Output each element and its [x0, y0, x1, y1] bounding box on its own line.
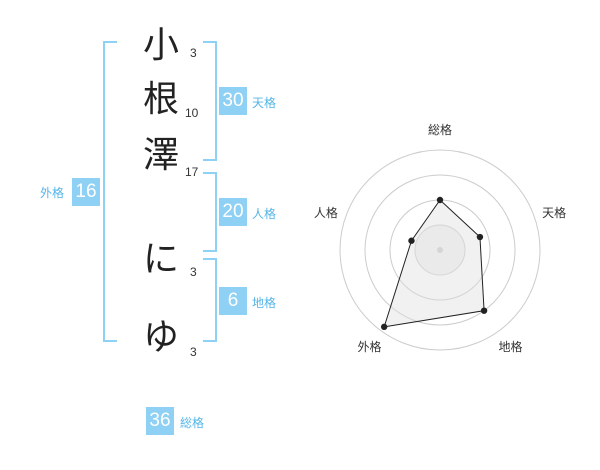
- name-char-3: 澤: [143, 135, 180, 176]
- name-char-4: に: [143, 239, 180, 280]
- radar-axis-label-4: 外格: [357, 339, 381, 354]
- stroke-count-2: 10: [185, 106, 199, 120]
- name-char-2: 根: [143, 79, 180, 120]
- radar-point-5: [408, 237, 415, 244]
- radar-axis-label-5: 人格: [314, 205, 338, 220]
- stroke-count-3: 17: [185, 165, 199, 179]
- stroke-count-5: 3: [190, 345, 197, 359]
- radar-point-3: [480, 307, 488, 314]
- jinkaku-value: 20: [219, 198, 247, 226]
- stroke-count-1: 3: [190, 46, 197, 60]
- radar-ring: [364, 174, 516, 326]
- chikaku-value: 6: [219, 287, 247, 315]
- name-char-1: 小: [143, 25, 180, 66]
- gaikaku-value: 16: [72, 178, 100, 206]
- radar-center-dot: [437, 247, 443, 253]
- soukaku-value: 36: [146, 407, 174, 435]
- tenkaku-value: 30: [219, 87, 247, 115]
- chikaku-label: 地格: [252, 296, 277, 310]
- radar-data-polygon: [383, 199, 485, 328]
- radar-axis-label-1: 総格: [428, 122, 452, 137]
- radar-axis-label-3: 地格: [499, 339, 523, 354]
- radar-axis-label-2: 天格: [542, 205, 566, 220]
- jinkaku-label: 人格: [252, 207, 277, 221]
- radar-point-1: [436, 196, 444, 204]
- radar-point-2: [476, 233, 484, 241]
- gaikaku-bracket: [103, 41, 117, 342]
- tenkaku-bracket: [203, 41, 217, 161]
- radar-point-4: [380, 323, 388, 331]
- tenkaku-label: 天格: [252, 96, 277, 110]
- name-char-5: ゆ: [143, 317, 180, 358]
- chikaku-bracket: [203, 258, 217, 342]
- soukaku-label: 総格: [180, 416, 205, 430]
- stroke-count-4: 3: [190, 265, 197, 279]
- gaikaku-label: 外格: [40, 186, 65, 200]
- jinkaku-bracket: [203, 172, 217, 252]
